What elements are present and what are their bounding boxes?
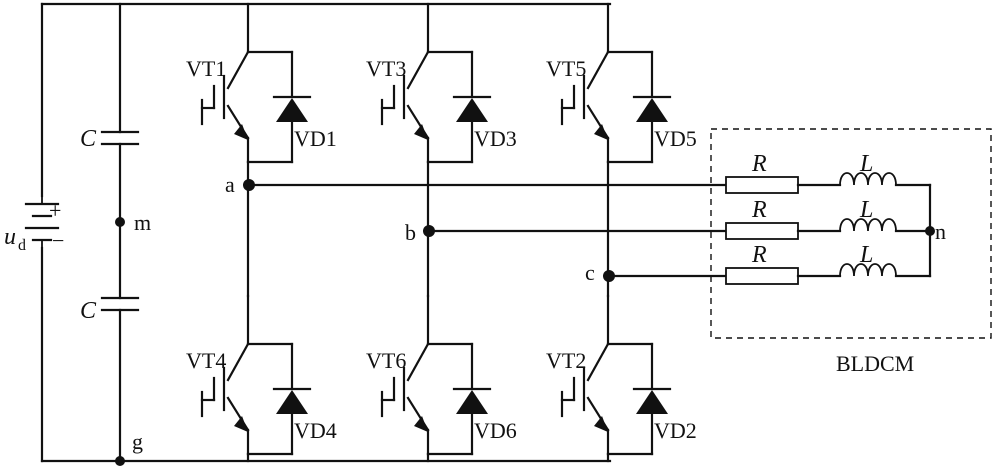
- node-n-label: n: [935, 219, 946, 244]
- inductor-icon: [839, 172, 897, 186]
- motor-name-label: BLDCM: [836, 351, 914, 376]
- diode-label-vd2: VD2: [654, 418, 697, 443]
- inductor-label: L: [859, 242, 873, 268]
- diode-label-vd3: VD3: [474, 126, 517, 151]
- source-minus-sign: −: [52, 228, 64, 253]
- diode-label-vd1: VD1: [294, 126, 337, 151]
- resistor-label: R: [751, 242, 767, 268]
- diode-label-vd5: VD5: [654, 126, 697, 151]
- resistor-icon: [725, 222, 799, 240]
- capacitor-leg: [100, 2, 140, 466]
- diode-label-vd4: VD4: [294, 418, 337, 443]
- node-c-dot: [603, 270, 615, 282]
- capacitor-bottom-label: C: [80, 298, 97, 324]
- node-a-label: a: [225, 172, 235, 197]
- resistor-icon: [725, 176, 799, 194]
- phase-wires: [243, 179, 728, 282]
- diode-label-vd6: VD6: [474, 418, 517, 443]
- node-b-dot: [423, 225, 435, 237]
- transistor-label-vt5: VT5: [546, 56, 586, 81]
- node-m-label: m: [134, 210, 151, 235]
- node-m-dot: [115, 217, 125, 227]
- node-g-dot: [115, 456, 125, 466]
- node-b-label: b: [405, 220, 416, 245]
- node-a-dot: [243, 179, 255, 191]
- node-n-dot: [925, 226, 935, 236]
- inductor-label: L: [859, 197, 873, 223]
- transistor-label-vt2: VT2: [546, 348, 586, 373]
- bldcm-boundary-box: [710, 128, 992, 339]
- capacitor-top-label: C: [80, 126, 97, 152]
- resistor-label: R: [751, 151, 767, 177]
- transistor-label-vt6: VT6: [366, 348, 406, 373]
- dc-voltage-source: [24, 196, 60, 248]
- transistor-label-vt4: VT4: [186, 348, 226, 373]
- source-voltage-subscript: d: [18, 237, 26, 254]
- dc-bus-wires: [40, 2, 612, 463]
- inductor-label: L: [859, 151, 873, 177]
- node-g-label: g: [132, 429, 143, 454]
- resistor-icon: [725, 267, 799, 285]
- resistor-label: R: [751, 197, 767, 223]
- inductor-icon: [839, 263, 897, 277]
- transistor-label-vt3: VT3: [366, 56, 406, 81]
- inductor-icon: [839, 218, 897, 232]
- transistor-label-vt1: VT1: [186, 56, 226, 81]
- node-c-label: c: [585, 260, 595, 285]
- source-plus-sign: +: [49, 198, 61, 223]
- source-voltage-symbol: u: [4, 224, 16, 250]
